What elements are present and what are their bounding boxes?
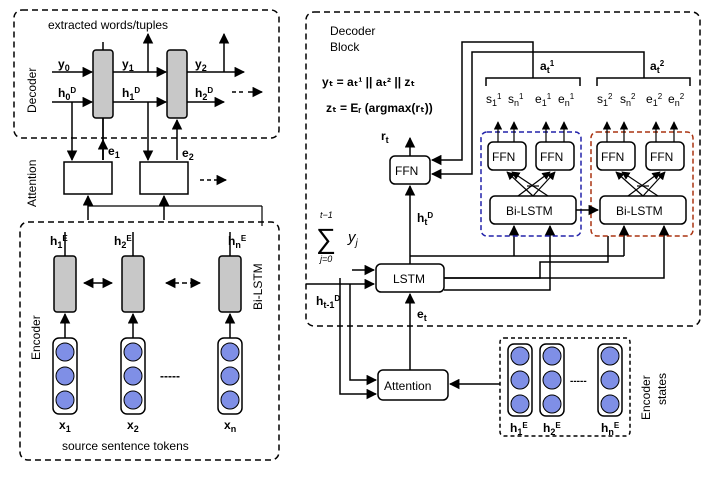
en-1-label: en1	[558, 92, 575, 108]
ffn-2b-label: FFN	[650, 150, 673, 164]
ffn-2a-label: FFN	[601, 150, 624, 164]
encoder-states-label-1: Encoder	[639, 375, 653, 420]
decoder-block-title-1: Decoder	[330, 24, 375, 38]
group-1-frame	[480, 131, 582, 237]
sum-lower: j=0	[319, 254, 332, 264]
e2-label: e2	[182, 146, 194, 162]
left-encoder-frame	[19, 221, 280, 461]
encoder-state-2	[539, 343, 565, 417]
ffn-1a	[487, 141, 527, 171]
xn-label: xn	[224, 418, 236, 434]
decoder-block-title-2: Block	[330, 40, 360, 54]
ht-1-label: ht-1D	[316, 294, 340, 310]
x2-label: x2	[127, 418, 139, 434]
rt-label: rt	[381, 129, 389, 145]
decoder-cell-2	[166, 49, 188, 119]
right-attention-box	[377, 369, 449, 401]
h0-label: h0D	[58, 86, 76, 102]
sn-2-label: sn2	[620, 92, 636, 108]
token-column-2	[120, 337, 146, 415]
s1-2-label: s12	[597, 92, 613, 108]
ffn-1b	[535, 141, 575, 171]
hE2-right-label: h2E	[543, 421, 561, 437]
ffn-2a	[596, 141, 636, 171]
sn-1-label: sn1	[508, 92, 524, 108]
at2-label: at2	[650, 59, 665, 75]
left-encoder-label: Encoder	[29, 315, 43, 360]
encoder-cell-2	[121, 255, 145, 313]
encoder-state-1	[507, 343, 533, 417]
ffn-2b	[645, 141, 685, 171]
main-ffn-label: FFN	[395, 164, 418, 178]
hE1-right-label: h1E	[510, 421, 528, 437]
decoder-block-frame	[305, 11, 701, 327]
hE2-left-label: h2E	[114, 234, 132, 250]
et-label: et	[417, 307, 427, 323]
e1-1-label: e11	[535, 92, 552, 108]
y0-label: y0	[58, 57, 70, 73]
y2-label: y2	[195, 57, 207, 73]
token-column-n	[217, 337, 243, 415]
at1-bracket	[485, 77, 581, 86]
h2-label: h2D	[195, 86, 213, 102]
x1-label: x1	[59, 418, 71, 434]
at1-label: at1	[540, 59, 555, 75]
sum-symbol: ∑	[316, 223, 336, 254]
e1-2-label: e12	[646, 92, 663, 108]
token-dashes: -----	[160, 369, 180, 383]
ffn-1b-label: FFN	[540, 150, 563, 164]
source-sentence-label: source sentence tokens	[62, 439, 189, 453]
at2-bracket	[596, 77, 691, 86]
sum-upper: t−1	[320, 210, 333, 220]
lstm-label: LSTM	[393, 272, 425, 286]
token-column-1	[52, 337, 78, 415]
equation-yt: yₜ = aₜ¹ || aₜ² || zₜ	[322, 75, 415, 89]
encoder-state-n	[597, 343, 623, 417]
attention-box-2	[139, 161, 189, 195]
sum-y: yj	[347, 229, 359, 249]
bilstm-2-label: Bi-LSTM	[616, 204, 663, 218]
hEn-right-label: hnE	[601, 421, 620, 437]
left-decoder-frame	[13, 9, 280, 139]
en-2-label: en2	[668, 92, 685, 108]
ffn-1a-label: FFN	[492, 150, 515, 164]
e1-label: e1	[108, 144, 120, 160]
group-2-frame	[590, 131, 694, 237]
encoder-states-label-2: states	[655, 373, 669, 405]
right-attention-label: Attention	[384, 379, 431, 393]
s1-1-label: s11	[486, 92, 502, 108]
encoder-cell-n	[218, 255, 242, 313]
bilstm-1-label: Bi-LSTM	[506, 204, 553, 218]
encoder-cell-1	[53, 255, 77, 313]
attention-box-1	[63, 161, 113, 195]
h1-label: h1D	[122, 86, 140, 102]
left-bilstm-label: Bi-LSTM	[251, 263, 265, 310]
left-decoder-label: Decoder	[25, 68, 39, 113]
encoder-states-dashes: -----	[570, 376, 587, 387]
decoder-cell-1	[92, 49, 114, 119]
y1-label: y1	[122, 57, 134, 73]
left-attention-label: Attention	[25, 160, 39, 207]
equation-zt: zₜ = Eᵣ (argmax(rₜ))	[326, 101, 433, 115]
hEn-left-label: hnE	[228, 234, 247, 250]
extracted-words-label: extracted words/tuples	[48, 18, 168, 32]
htD-label: htD	[417, 211, 433, 227]
